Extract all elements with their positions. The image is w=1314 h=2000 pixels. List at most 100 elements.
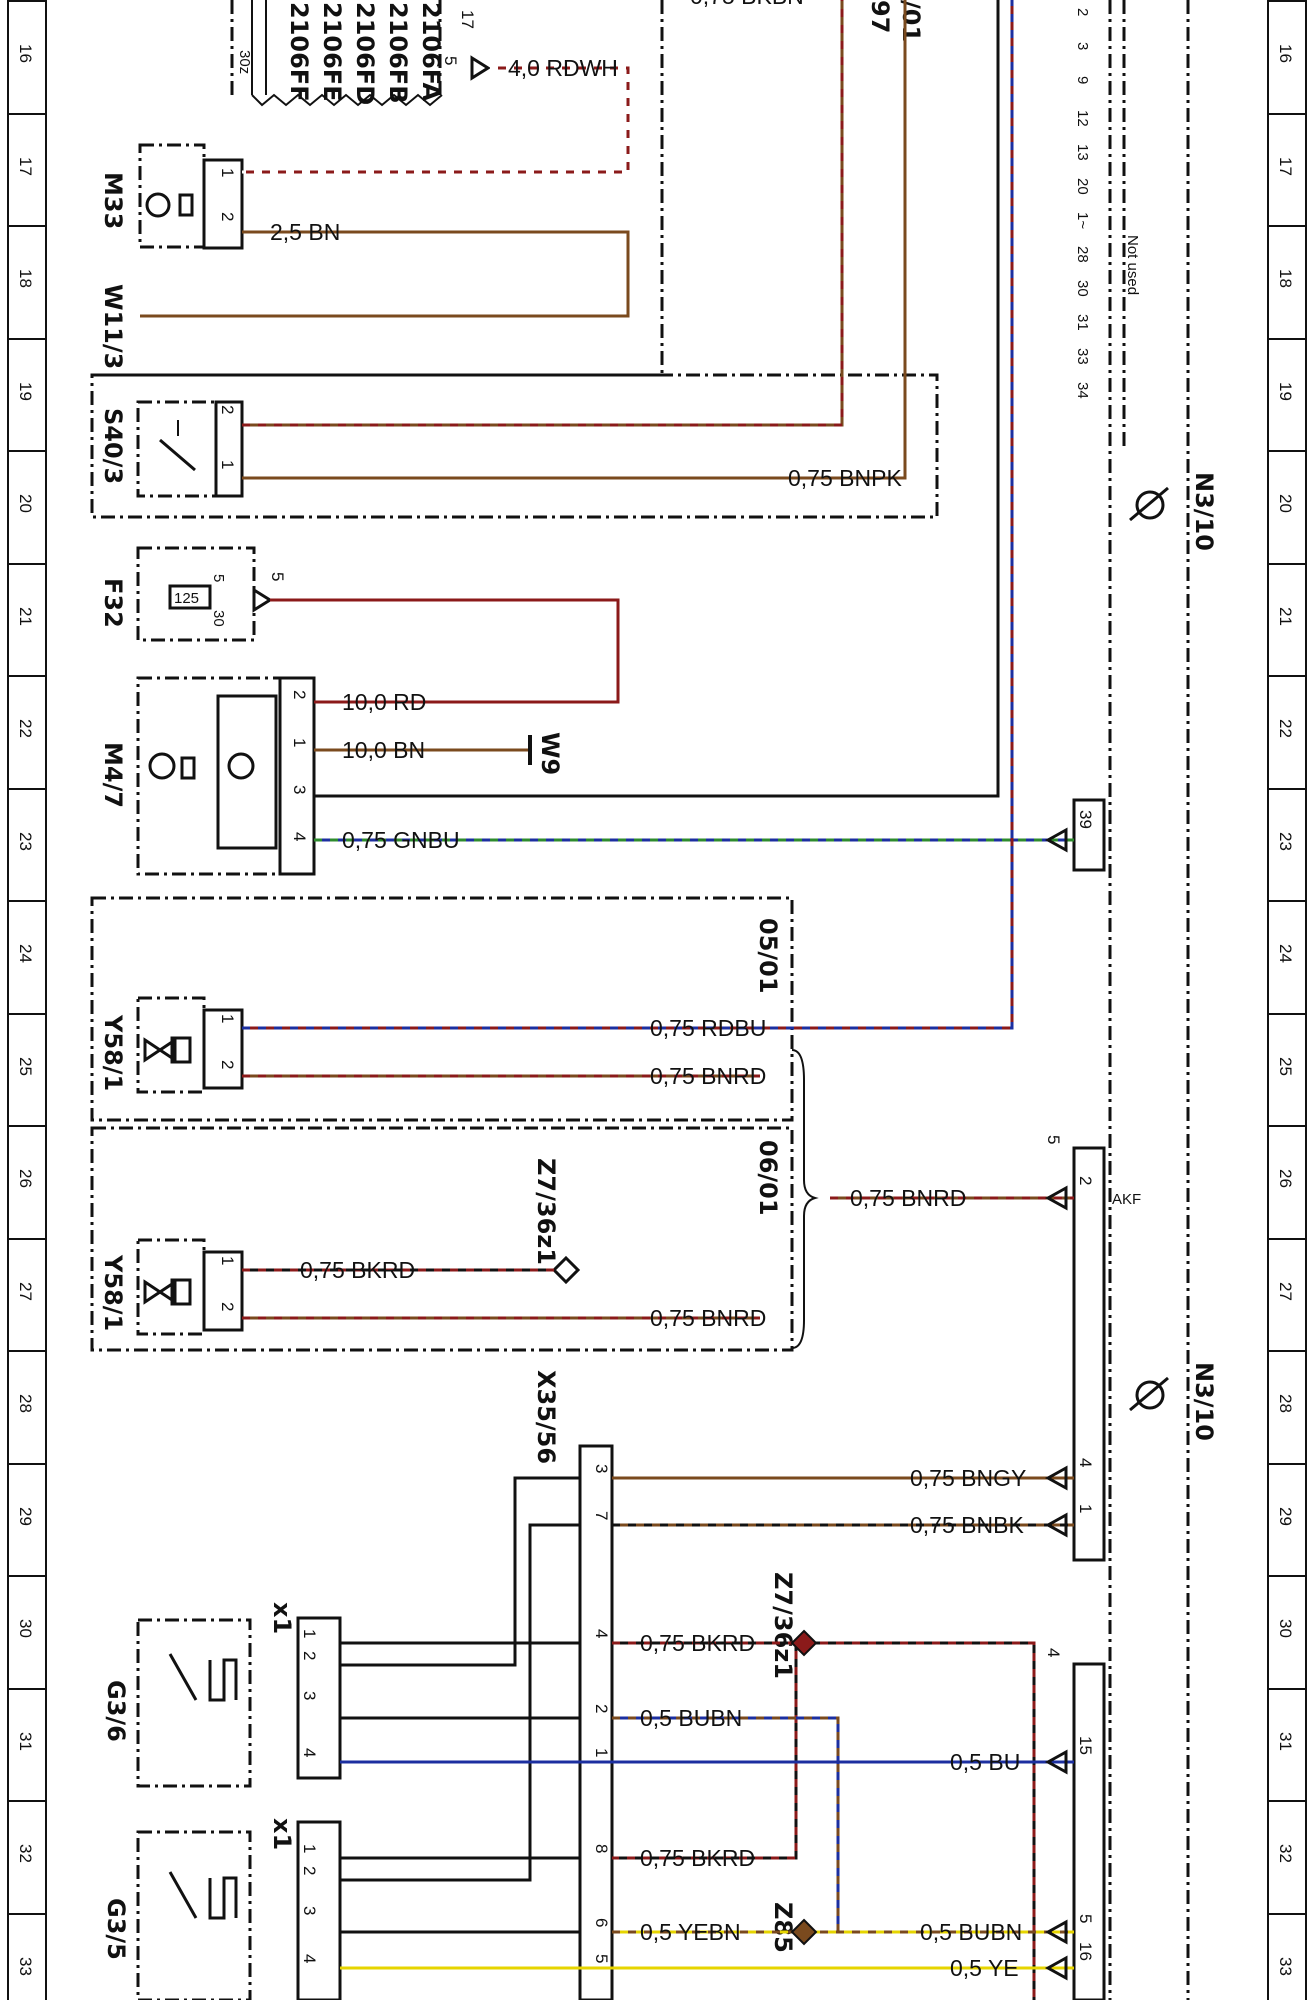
label-bkrd-b: 0,75 BKRD [640, 1845, 755, 1871]
x1-label-a: x1 [268, 1602, 296, 1634]
x35-pin: 8 [592, 1844, 611, 1853]
n3-pin-list-item: 9 [1074, 76, 1091, 84]
grid-number-right: 21 [1276, 607, 1295, 626]
pin-17-label: 17 [458, 10, 477, 29]
grid-number-right: 33 [1276, 1957, 1295, 1976]
w11-3-label: W11/3 [99, 284, 127, 369]
g3-5-label: G3/5 [102, 1898, 130, 1960]
label-bnrd-c: 0,75 BNRD [650, 1305, 766, 1331]
label-bkrd-a: 0,75 BKRD [640, 1630, 755, 1656]
n3-pin-16: 16 [1076, 1942, 1095, 1961]
n3-pin-list-item: 2 [1074, 8, 1091, 16]
wire-bubn-a [612, 1716, 840, 1932]
grid-number-left: 19 [16, 382, 35, 401]
wire-s40-pin2-stripe [242, 0, 844, 427]
grid-number-right: 16 [1276, 44, 1295, 63]
z7-36z1-upper-label: Z7/36z1 [532, 1158, 560, 1265]
n3-pin-list-item: 12 [1074, 110, 1091, 127]
wire-rd-10 [270, 598, 620, 704]
top-partial-label: 0,75 BKBN [690, 0, 804, 9]
grid-number-right: 25 [1276, 1057, 1295, 1076]
n3-pin-4-label: 4 [1044, 1648, 1063, 1657]
fuse-rating: 125 [174, 590, 199, 607]
n3-pin-5: 5 [1076, 1914, 1095, 1923]
s40-3-label: S40/3 [99, 408, 127, 484]
label-yebn: 0,5 YEBN [640, 1919, 741, 1945]
30z-label: 30z [236, 50, 253, 74]
label-bn-25: 2,5 BN [270, 219, 340, 245]
wire-rdbu-stripe [242, 0, 1014, 1030]
label-bkrd-z7: 0,75 BKRD [300, 1257, 415, 1283]
label-ye: 0,5 YE [950, 1955, 1019, 1981]
x35-pin: 2 [592, 1704, 611, 1713]
label-rdwh: 4,0 RDWH [508, 55, 618, 81]
grid-number-right: 20 [1276, 494, 1295, 513]
y58-1-b-label: Y58/1 [99, 1254, 127, 1331]
grid-number-left: 23 [16, 832, 35, 851]
arrow-bngy [1044, 1465, 1068, 1491]
n3-10-label-a: N3/10 [1190, 472, 1218, 551]
akf-label: AKF [1112, 1191, 1141, 1208]
grid-number-left: 32 [16, 1844, 35, 1863]
grid-number-left: 21 [16, 607, 35, 626]
grid-number-right: 24 [1276, 944, 1295, 963]
label-bngy: 0,75 BNGY [910, 1465, 1026, 1491]
label-bnbk: 0,75 BNBK [910, 1512, 1024, 1538]
n3-10-connector-upper: 39 [1072, 798, 1106, 872]
grid-number-left: 16 [16, 44, 35, 63]
n3-pin-list-item: 28 [1074, 246, 1091, 263]
label-bnpk: 0,75 BNPK [788, 465, 902, 491]
grid-number-left: 20 [16, 494, 35, 513]
f32-label: F32 [99, 578, 127, 628]
g3-6-pin: 1 [300, 1629, 319, 1638]
n3-pin-4: 4 [1076, 1458, 1095, 1467]
arrow-bnrd-b [1044, 1185, 1068, 1211]
m33-component: 1 2 M33 [99, 143, 244, 250]
grid-number-right: 22 [1276, 719, 1295, 738]
n3-pin-list-item: 3 [1074, 42, 1091, 50]
y58-1-a-label: Y58/1 [99, 1014, 127, 1091]
grid-number-left: 26 [16, 1169, 35, 1188]
m4-7-label: M4/7 [99, 742, 127, 808]
n3-pin-2: 2 [1076, 1176, 1095, 1185]
grid-rail-left [7, 0, 47, 2000]
g3-6-pin: 3 [300, 1691, 319, 1700]
grid-number-left: 17 [16, 157, 35, 176]
label-bu: 0,5 BU [950, 1749, 1020, 1775]
g3-6-pin: 2 [300, 1651, 319, 1660]
y58-1-lower-component: 1 2 Y58/1 [90, 1126, 794, 1352]
grid-number-right: 28 [1276, 1394, 1295, 1413]
m4-7-pin-1: 1 [290, 738, 309, 747]
grid-number-left: 27 [16, 1282, 35, 1301]
n3-pin-39: 39 [1076, 810, 1095, 829]
wire-bnpk [242, 0, 907, 480]
splice-z85 [790, 1918, 818, 1946]
grid-number-right: 32 [1276, 1844, 1295, 1863]
m33-pin-2: 2 [218, 212, 237, 221]
grid-ticks [8, 0, 1306, 1915]
m4-7-pin-3: 3 [290, 785, 309, 794]
grid-number-left: 28 [16, 1394, 35, 1413]
grid-number-left: 33 [16, 1957, 35, 1976]
n3-10-connector-middle: 5 2 AKF 4 1 [1044, 1135, 1141, 1562]
grid-number-right: 26 [1276, 1169, 1295, 1188]
grid-number-right: 18 [1276, 269, 1295, 288]
g3-5-pin: 1 [300, 1844, 319, 1853]
grid-number-left: 24 [16, 944, 35, 963]
n3-pin-list-item: 20 [1074, 178, 1091, 195]
g3-6-pin: 4 [300, 1748, 319, 1757]
grid-number-right: 17 [1276, 157, 1295, 176]
x35-pin: 7 [592, 1511, 611, 1520]
n3-pin-list-item: 34 [1074, 382, 1091, 399]
x35-56-label: X35/56 [532, 1370, 560, 1464]
grid-number-left: 30 [16, 1619, 35, 1638]
arrow-gnbu [1044, 827, 1068, 853]
label-bnrd-a: 0,75 BNRD [650, 1063, 766, 1089]
grid-number-right: 23 [1276, 832, 1295, 851]
g3-5-pin: 3 [300, 1906, 319, 1915]
connector-code: 2106FE [318, 2, 346, 102]
